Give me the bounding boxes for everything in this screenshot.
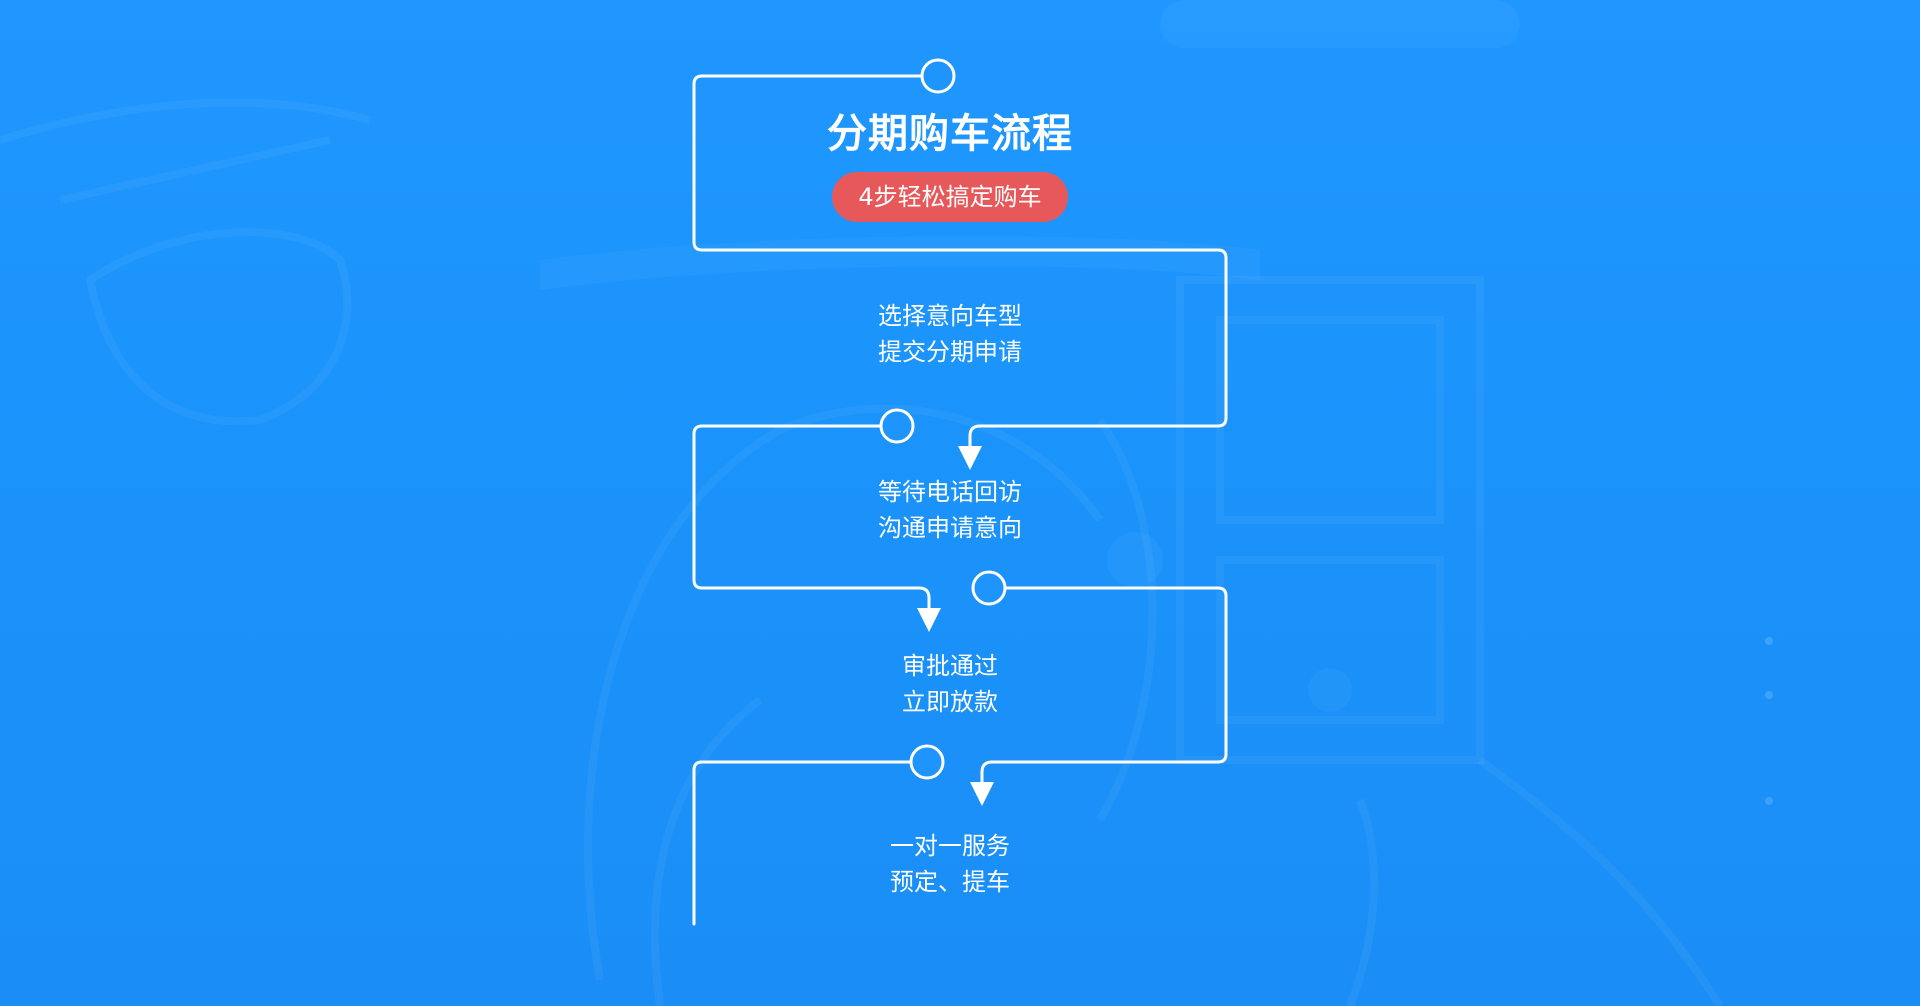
background-dot-icon: [1765, 690, 1773, 699]
step-1-line-1: 选择意向车型: [878, 302, 1022, 330]
step-1: 选择意向车型 提交分期申请: [800, 298, 1100, 370]
step-4-line-2: 预定、提车: [890, 868, 1010, 896]
step-2-line-2: 沟通申请意向: [878, 514, 1022, 542]
flow-node-3: [971, 570, 1007, 606]
step-4: 一对一服务 预定、提车: [800, 828, 1100, 900]
step-3-line-1: 审批通过: [902, 652, 998, 680]
flow-node-4: [909, 744, 945, 780]
flow-node-1: [920, 58, 956, 94]
step-1-line-2: 提交分期申请: [878, 338, 1022, 366]
background-feature-3: [1765, 790, 1920, 810]
step-3-line-2: 立即放款: [902, 688, 998, 716]
subtitle-badge: 4步轻松搞定购车: [832, 172, 1068, 222]
flow-arrow-1: [958, 446, 982, 470]
step-3: 审批通过 立即放款: [800, 648, 1100, 720]
flow-segment-2: [692, 424, 931, 622]
flow-segment-1: [692, 74, 1228, 460]
background-dot-icon: [1765, 636, 1773, 645]
step-2-line-1: 等待电话回访: [878, 478, 1022, 506]
background-feature-2: [1765, 684, 1920, 704]
flow-segment-3: [980, 586, 1228, 796]
flow-segment-4: [692, 760, 913, 926]
background-feature-1: [1765, 630, 1920, 650]
step-2: 等待电话回访 沟通申请意向: [800, 474, 1100, 546]
flow-arrow-3: [970, 782, 994, 806]
flow-arrow-2: [917, 608, 941, 632]
background-dot-icon: [1765, 796, 1773, 805]
step-4-line-1: 一对一服务: [890, 832, 1010, 860]
flow-node-2: [879, 408, 915, 444]
page-title: 分期购车流程: [827, 111, 1073, 157]
